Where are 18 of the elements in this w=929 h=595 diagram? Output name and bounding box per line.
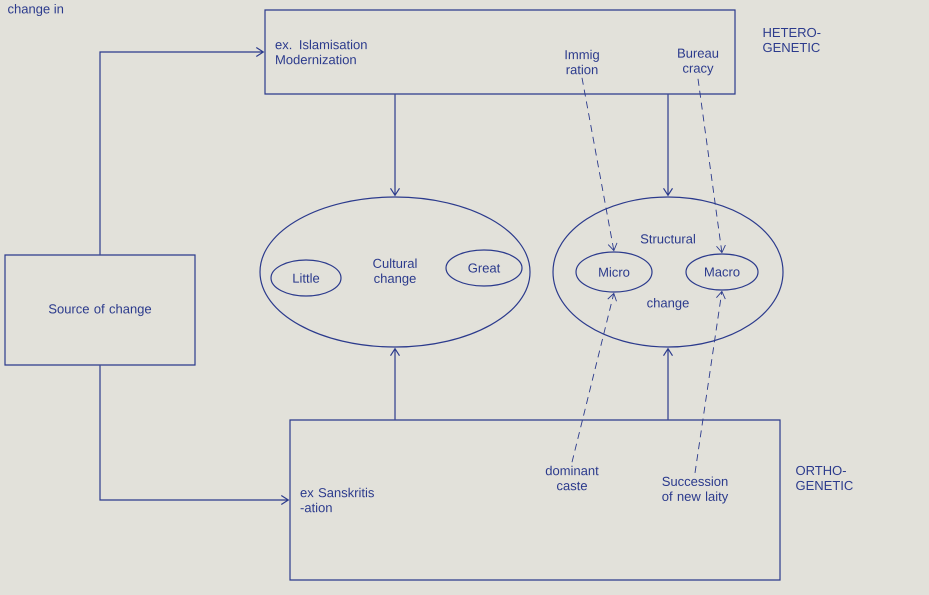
arrow xyxy=(694,290,726,474)
arrow xyxy=(572,292,617,463)
side-label: HETERO- GENETIC xyxy=(763,28,820,52)
box-text: Succession of new laity xyxy=(662,476,728,504)
box-text: Bureau cracy xyxy=(678,48,718,76)
arrow xyxy=(390,94,400,196)
box-text: dominant caste xyxy=(546,466,599,490)
box-text: Immig ration xyxy=(566,50,599,74)
arrow xyxy=(663,348,673,420)
arrow xyxy=(663,94,674,196)
arrow xyxy=(698,78,726,254)
side-label: ORTHO- GENETIC xyxy=(796,466,853,490)
process-box: Source of change xyxy=(4,254,196,366)
arrow xyxy=(99,366,290,505)
arrow xyxy=(99,47,264,254)
arrow xyxy=(582,77,618,252)
heading-fragment: change in xyxy=(8,4,64,16)
arrow xyxy=(390,348,400,420)
